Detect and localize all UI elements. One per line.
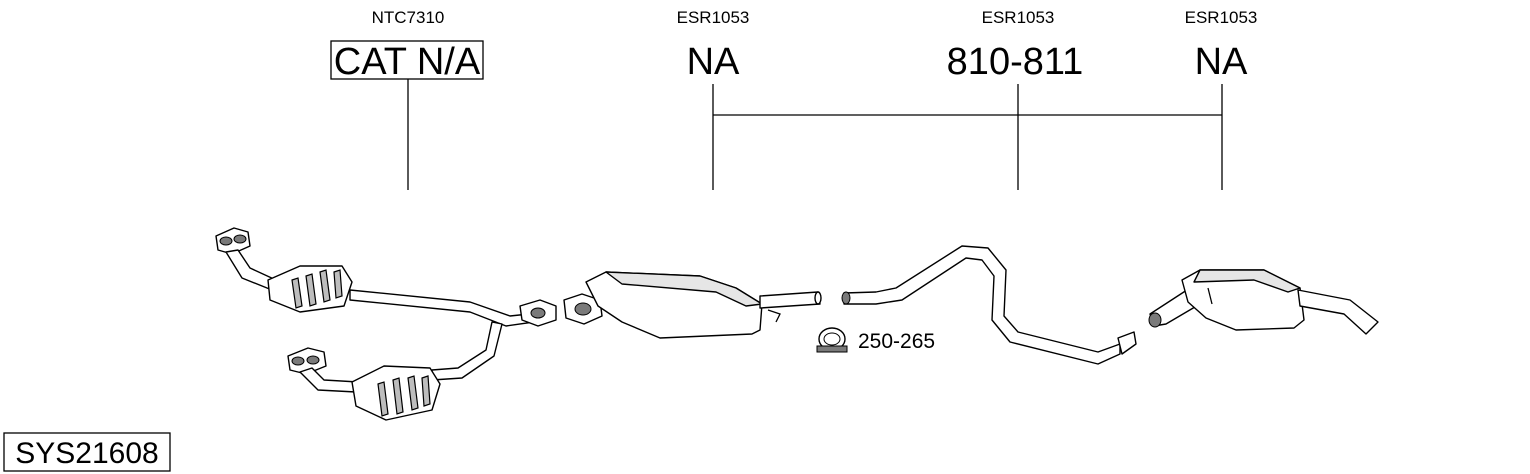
part-label-middle-pipe[interactable]: ESR1053 810-811 (947, 8, 1084, 83)
catalyst-assembly-drawing (215, 227, 557, 421)
part-ref: CAT N/A (334, 41, 481, 83)
front-silencer-drawing (563, 271, 822, 339)
part-label-rear-silencer[interactable]: ESR1053 NA (1185, 8, 1258, 83)
system-code: SYS21608 (15, 437, 158, 470)
part-code: ESR1053 (677, 8, 750, 27)
part-label-front-silencer[interactable]: ESR1053 NA (677, 8, 750, 83)
leader-lines (407, 79, 1223, 190)
part-code: ESR1053 (1185, 8, 1258, 27)
part-ref: NA (1195, 41, 1248, 83)
clamp-label: 250-265 (858, 330, 935, 353)
middle-pipe-drawing (841, 245, 1137, 365)
part-ref: 810-811 (947, 41, 1084, 83)
clamp-icon (816, 327, 848, 353)
rear-silencer-drawing (1148, 269, 1379, 335)
part-code: ESR1053 (982, 8, 1055, 27)
part-ref: NA (687, 41, 740, 83)
part-ref-box (330, 40, 484, 80)
part-label-catalyst[interactable]: NTC7310 CAT N/A (330, 8, 484, 83)
system-code-box: SYS21608 (3, 432, 171, 472)
part-code: NTC7310 (372, 8, 445, 27)
clamp[interactable]: 250-265 (816, 327, 935, 353)
